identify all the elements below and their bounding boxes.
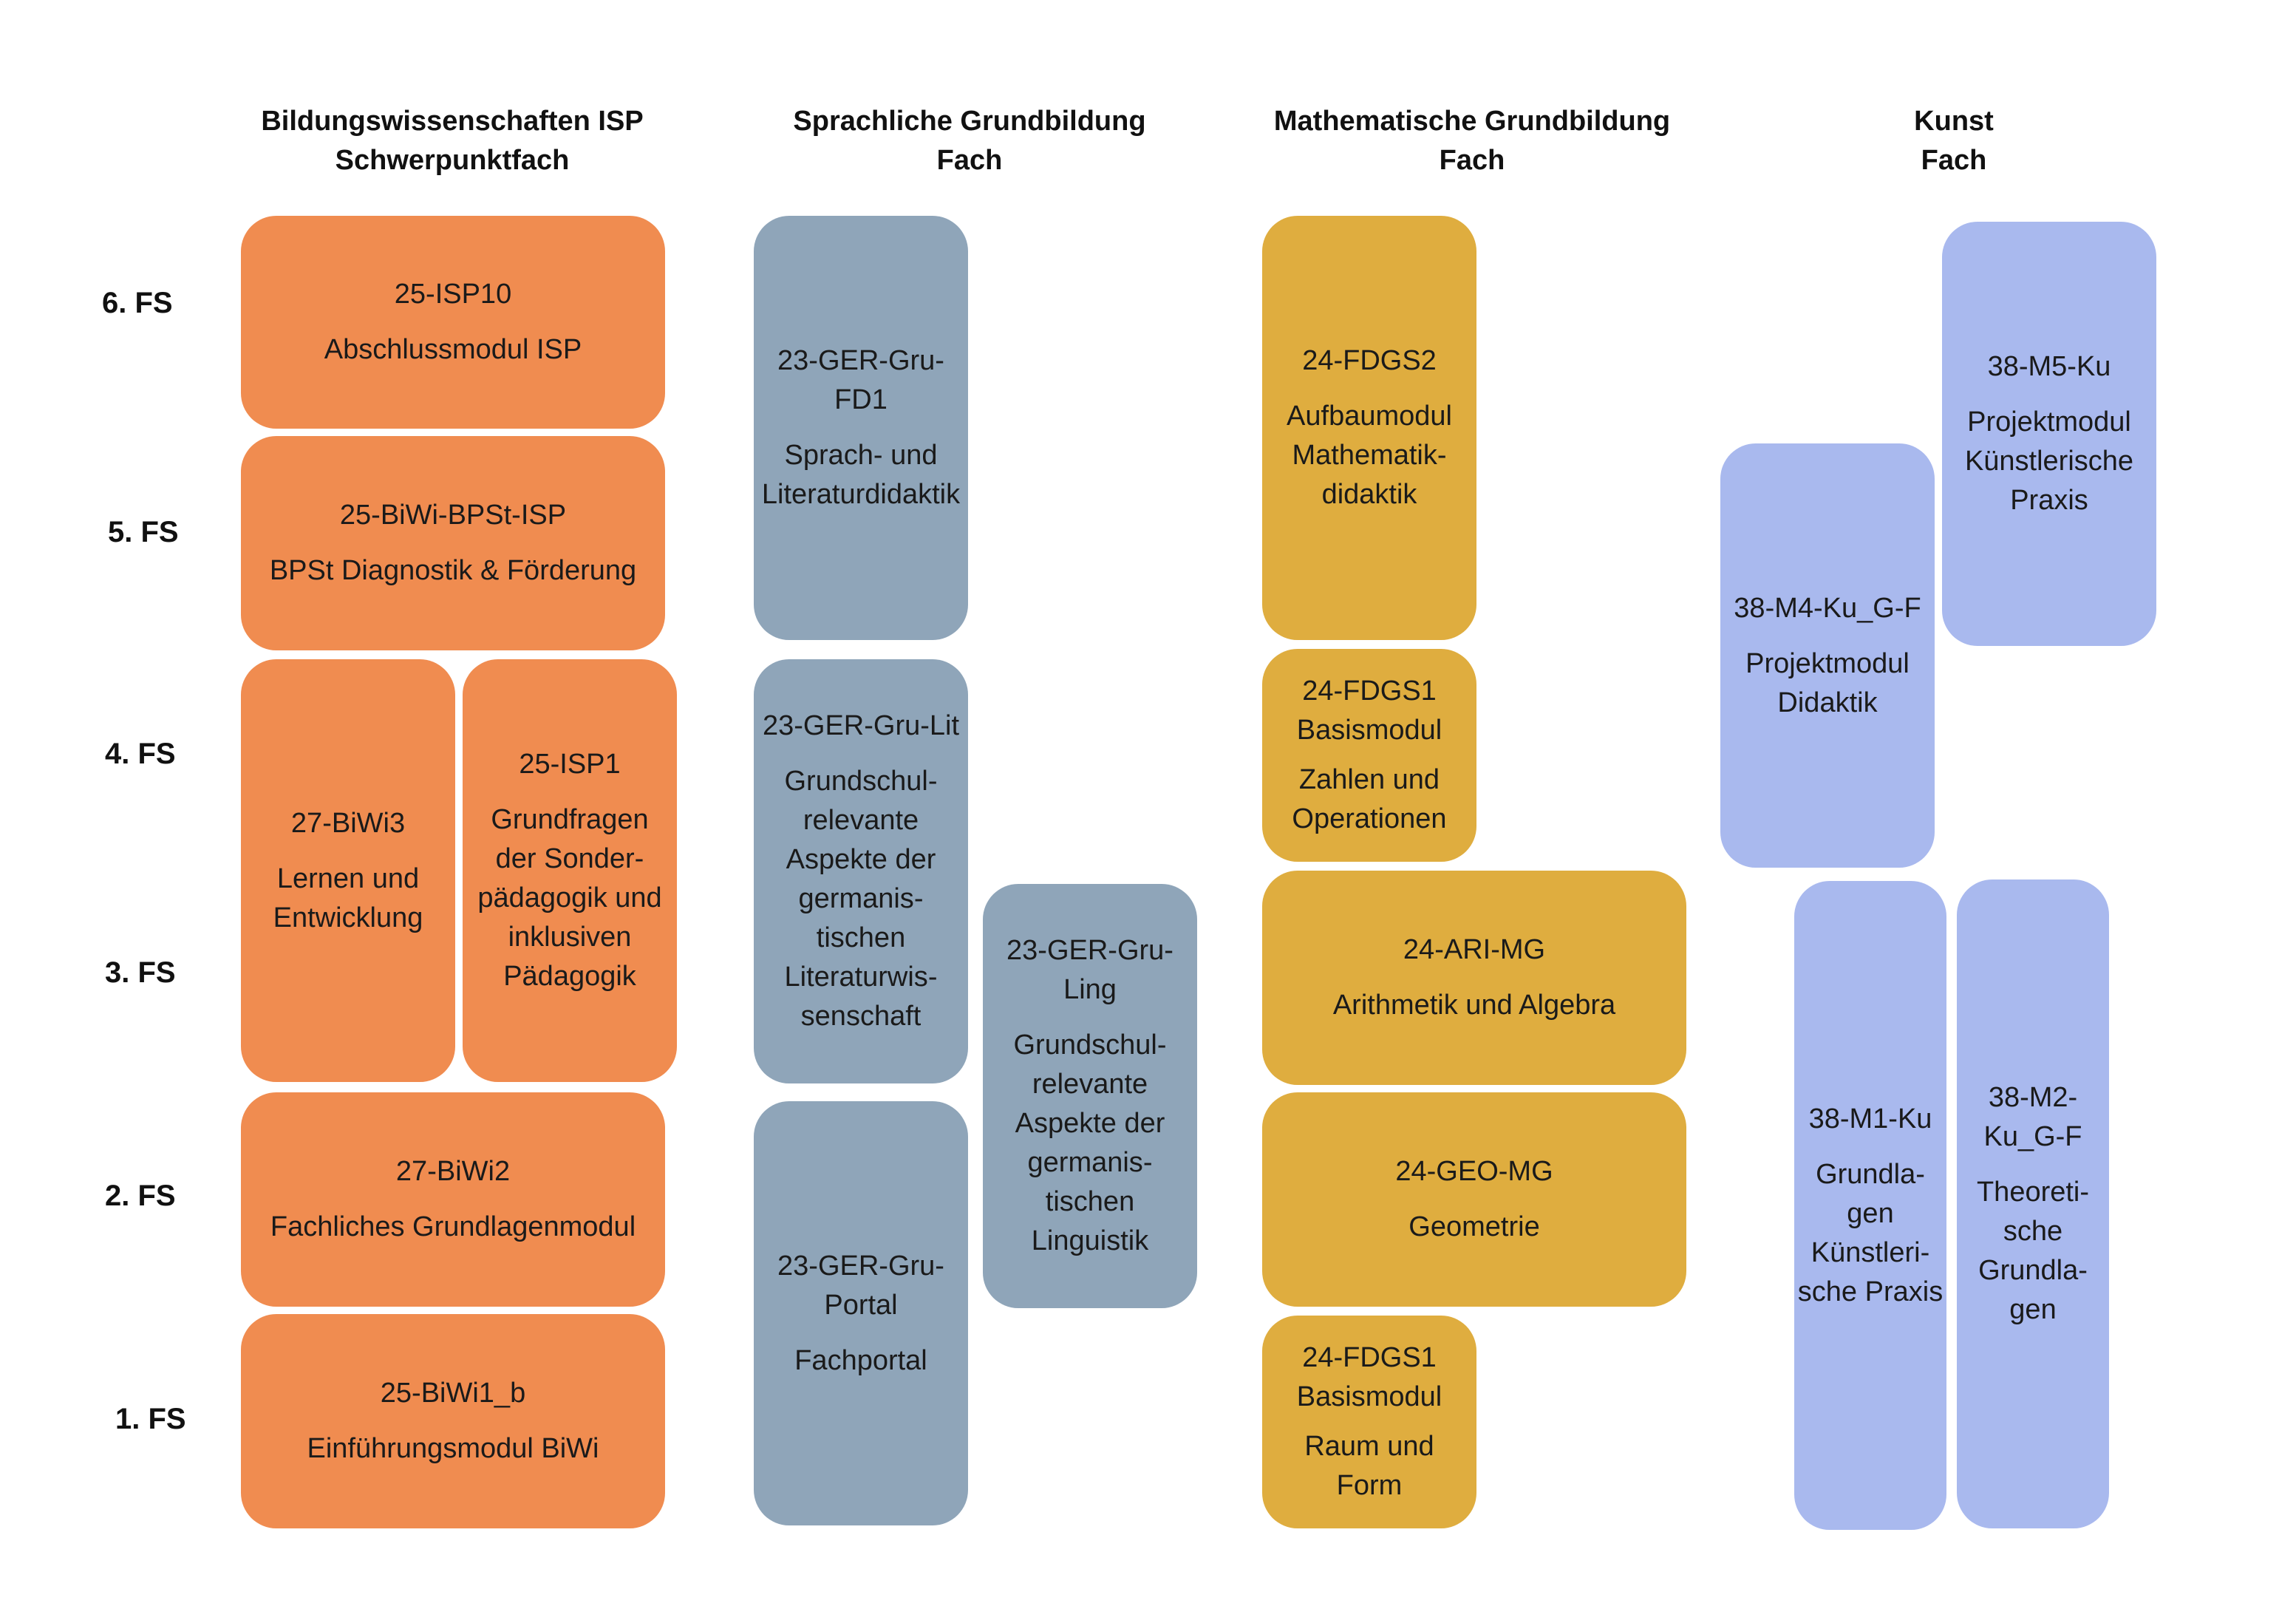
module-code: 24-FDGS2 — [1302, 345, 1437, 376]
column-header-kunst: Kunst Fach — [1695, 102, 2212, 180]
module-code: 38-M4-Ku_G-F — [1734, 592, 1921, 624]
column-header-line1: Sprachliche Grundbildung — [793, 106, 1146, 137]
column-header-line2: Fach — [1439, 145, 1505, 176]
semester-label-2: 2. FS — [105, 1180, 176, 1212]
column-header-line1: Kunst — [1914, 106, 1994, 137]
module-24-geo-mg[interactable]: 24-GEO-MG Geometrie — [1262, 1092, 1686, 1307]
module-23-ger-gru-portal[interactable]: 23-GER-Gru-Portal Fachportal — [754, 1101, 968, 1525]
module-title: Arithmetik und Algebra — [1332, 990, 1616, 1021]
module-title: Grundla­gen Künstleri­sche Praxis — [1797, 1158, 1944, 1307]
module-title: Lernen und Entwicklung — [273, 862, 423, 933]
module-code: 25-ISP1 — [519, 749, 621, 780]
module-code: 23-GER-Gru-Lit — [762, 710, 960, 741]
module-code: 25-ISP10 — [394, 279, 512, 310]
module-23-ger-gru-ling[interactable]: 23-GER-Gru-Ling Grundschul­relevante Asp… — [983, 884, 1197, 1308]
module-27-biwi3[interactable]: 27-BiWi3 Lernen und Entwicklung — [241, 659, 455, 1082]
semester-label-1: 1. FS — [115, 1403, 186, 1435]
module-title: Sprach- und Literaturdi­daktik — [761, 440, 961, 510]
module-24-fdgs2[interactable]: 24-FDGS2 Aufbau­modul Mathematik­didakti… — [1262, 216, 1476, 640]
module-title: BPSt Diagnostik & Förderung — [269, 555, 637, 586]
module-code: 27-BiWi3 — [290, 807, 406, 839]
module-code: 24-GEO-MG — [1395, 1156, 1553, 1187]
module-title: Fachportal — [794, 1344, 927, 1376]
module-38-m4-ku-g-f[interactable]: 38-M4-Ku_G-F Projektmodul Didaktik — [1720, 443, 1935, 868]
module-title: Einführungsmodul BiWi — [307, 1433, 599, 1464]
column-header-line1: Mathematische Grundbildung — [1273, 106, 1671, 137]
semester-label-3: 3. FS — [105, 956, 176, 989]
module-title: Aufbau­modul Mathematik­didaktik — [1287, 401, 1452, 510]
module-code: 25-BiWi1_b — [380, 1378, 526, 1409]
module-title: Abschlussmodul ISP — [324, 334, 582, 365]
column-header-line1: Bildungswissenschaften ISP — [261, 106, 644, 137]
module-title: Grundfragen der Sonder­pädagogik und ink… — [477, 804, 662, 992]
module-23-ger-gru-lit[interactable]: 23-GER-Gru-Lit Grundschul­relevante Aspe… — [754, 659, 968, 1083]
module-code: 38-M1-Ku — [1808, 1103, 1932, 1134]
module-code: 24-ARI-MG — [1403, 934, 1546, 965]
column-header-mathematische-grundbildung: Mathematische Grundbildung Fach — [1213, 102, 1731, 180]
module-title: Geometrie — [1408, 1211, 1540, 1242]
module-code: 23-GER-Gru-FD1 — [777, 345, 944, 415]
column-header-line2: Schwerpunktfach — [335, 145, 570, 176]
module-27-biwi2[interactable]: 27-BiWi2 Fachliches Grundlagenmodul — [241, 1092, 665, 1307]
module-code: 24-FDGS1 Basismodul — [1296, 1342, 1442, 1412]
column-header-sprachliche-grundbildung: Sprachliche Grundbildung Fach — [711, 102, 1228, 180]
module-code: 23-GER-Gru-Ling — [1006, 935, 1173, 1005]
module-title: Projektmodul Didaktik — [1745, 647, 1910, 718]
semester-label-5: 5. FS — [108, 516, 179, 548]
module-title: Fachliches Grundlagenmodul — [270, 1211, 636, 1242]
module-title: Projektmo­dul Künstle­rische Praxis — [1964, 406, 2134, 516]
module-code: 24-FDGS1 Basismodul — [1296, 676, 1442, 746]
column-header-line2: Fach — [1921, 145, 1987, 176]
module-title: Grundschul­relevante Aspekte der germani… — [1013, 1030, 1167, 1256]
module-title: Grundschul­relevante Aspekte der germani… — [784, 766, 938, 1032]
module-code: 38-M2-Ku_G-F — [1983, 1082, 2082, 1152]
column-header-line2: Fach — [936, 145, 1003, 176]
module-25-biwi-bpst-isp[interactable]: 25-BiWi-BPSt-ISP BPSt Diagnostik & Förde… — [241, 436, 665, 650]
module-38-m1-ku[interactable]: 38-M1-Ku Grundla­gen Künstleri­sche Prax… — [1794, 881, 1946, 1530]
module-24-ari-mg[interactable]: 24-ARI-MG Arithmetik und Algebra — [1262, 871, 1686, 1085]
module-title: Zahlen und Operationen — [1292, 764, 1447, 834]
module-24-fdgs1-raum[interactable]: 24-FDGS1 Basismodul Raum und Form — [1262, 1316, 1476, 1528]
module-38-m2-ku-g-f[interactable]: 38-M2-Ku_G-F Theoreti­sche Grundla­gen — [1957, 879, 2109, 1528]
module-38-m5-ku[interactable]: 38-M5-Ku Projektmo­dul Künstle­rische Pr… — [1942, 222, 2156, 646]
module-25-isp1[interactable]: 25-ISP1 Grundfragen der Sonder­pädagogik… — [463, 659, 677, 1082]
module-title: Raum und Form — [1304, 1431, 1434, 1501]
module-25-isp10[interactable]: 25-ISP10 Abschlussmodul ISP — [241, 216, 665, 429]
module-24-fdgs1-zahlen[interactable]: 24-FDGS1 Basismodul Zahlen und Operation… — [1262, 649, 1476, 862]
module-code: 25-BiWi-BPSt-ISP — [339, 500, 567, 531]
module-code: 38-M5-Ku — [1987, 351, 2111, 382]
module-code: 27-BiWi2 — [395, 1156, 511, 1187]
module-23-ger-gru-fd1[interactable]: 23-GER-Gru-FD1 Sprach- und Literaturdi­d… — [754, 216, 968, 640]
column-header-bildungswissenschaften: Bildungswissenschaften ISP Schwerpunktfa… — [194, 102, 711, 180]
semester-label-6: 6. FS — [102, 287, 173, 319]
module-25-biwi1-b[interactable]: 25-BiWi1_b Einführungsmodul BiWi — [241, 1314, 665, 1528]
module-title: Theoreti­sche Grundla­gen — [1976, 1177, 2090, 1325]
semester-label-4: 4. FS — [105, 738, 176, 770]
module-code: 23-GER-Gru-Portal — [777, 1250, 944, 1321]
